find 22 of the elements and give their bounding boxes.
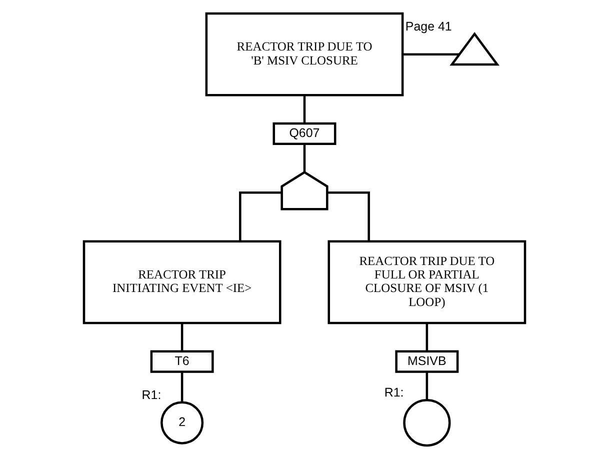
connector (239, 191, 282, 241)
connector (180, 372, 184, 402)
connector (402, 52, 460, 55)
node-circle: 2 (160, 400, 204, 444)
node-box: REACTOR TRIP DUE TO FULL OR PARTIAL CLOSURE OF MSIV (1 LOOP) (328, 240, 526, 324)
node-box: REACTOR TRIP INITIATING EVENT <IE> (82, 240, 282, 324)
node-box: Q607 (272, 122, 336, 145)
node-label: R1: (142, 387, 162, 402)
connector (327, 191, 370, 241)
connector (180, 322, 184, 351)
node-box: REACTOR TRIP DUE TO 'B' MSIV CLOSURE (205, 12, 404, 96)
node-label: Page 41 (405, 18, 452, 33)
connector (426, 372, 428, 400)
node-gate (280, 170, 328, 210)
node-triangle (450, 32, 500, 66)
connector (426, 322, 428, 351)
connector (303, 94, 306, 123)
node-box: T6 (150, 350, 214, 372)
node-circle (403, 398, 451, 446)
node-label: R1: (384, 384, 404, 399)
connector (303, 143, 306, 172)
node-box: MSIVB (395, 350, 459, 372)
